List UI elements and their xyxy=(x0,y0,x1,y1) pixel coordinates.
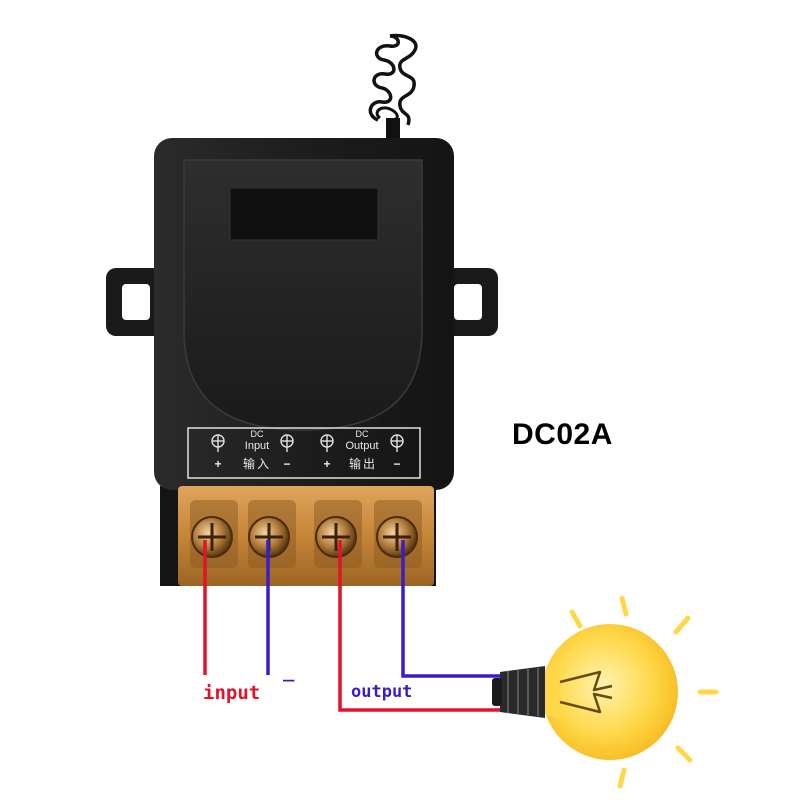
wire-output-negative xyxy=(401,540,500,678)
input-name-label: Input xyxy=(244,440,270,452)
model-label: DC02A xyxy=(512,418,613,451)
screw-terminal-block xyxy=(178,486,434,586)
output-name-label: Output xyxy=(345,440,379,452)
terminal-label-panel xyxy=(187,427,421,479)
output-wire-label: output xyxy=(351,682,413,702)
output-minus-sign: − xyxy=(393,457,401,471)
input-cn-label: 输入 xyxy=(242,457,271,471)
screw-terminal-icon xyxy=(190,500,238,568)
mounting-ear-left xyxy=(106,268,164,336)
wires xyxy=(203,540,500,712)
negative-wire-label: _ xyxy=(283,660,295,682)
output-plus-sign: + xyxy=(323,457,331,471)
screw-terminal-icon xyxy=(374,500,422,568)
output-cn-label: 输出 xyxy=(348,457,377,471)
mounting-ear-right xyxy=(440,268,498,336)
antenna-coil-icon xyxy=(368,33,418,144)
input-plus-sign: + xyxy=(214,457,222,471)
input-minus-sign: − xyxy=(283,457,291,471)
output-dc-label: DC xyxy=(355,429,369,439)
screw-terminal-icon xyxy=(314,500,362,568)
input-dc-label: DC xyxy=(250,429,264,439)
wire-output-positive xyxy=(338,540,500,712)
screw-terminal-icon xyxy=(248,500,296,568)
light-bulb-icon xyxy=(492,595,719,789)
input-wire-label: input xyxy=(203,682,261,704)
